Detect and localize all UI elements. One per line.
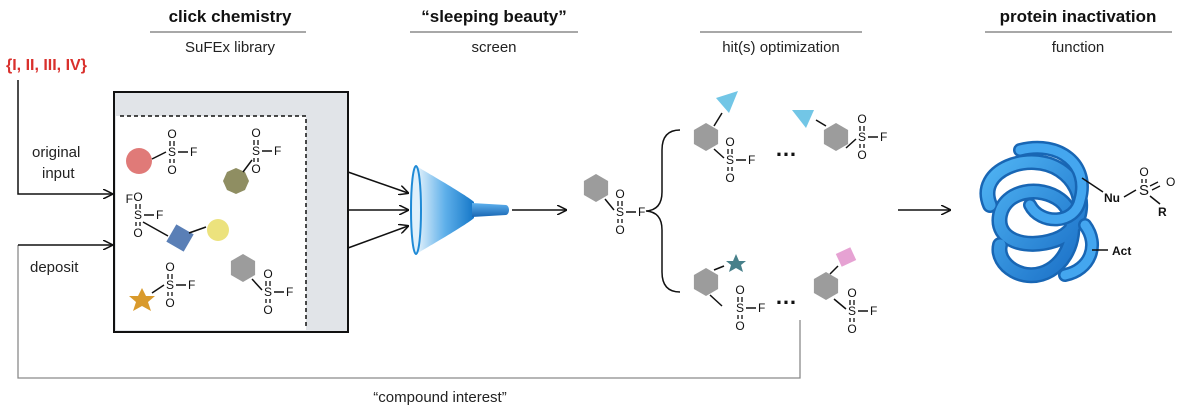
header-hit-optimization: hit(s) optimization	[700, 31, 862, 56]
header-subtitle: hit(s) optimization	[722, 39, 840, 56]
svg-text:S: S	[1139, 182, 1149, 199]
header-subtitle: function	[1052, 39, 1105, 56]
library-compound-star-orange	[129, 259, 197, 311]
deposit-label: deposit	[30, 259, 79, 276]
svg-text:O: O	[1139, 165, 1148, 179]
analog-star-teal	[693, 254, 767, 334]
nucleophile-label: Nu	[1104, 191, 1120, 205]
header-click-chemistry: click chemistry SuFEx library	[150, 7, 306, 56]
screen-arrow-top	[347, 171, 408, 193]
header-title: click chemistry	[169, 7, 292, 26]
screen-arrow-bottom	[347, 226, 408, 249]
compound-interest-loop	[17, 245, 801, 379]
original-input-arrow	[17, 80, 112, 194]
header-subtitle: screen	[471, 39, 516, 56]
hit-compound	[583, 174, 647, 238]
analog-rect-pink	[813, 247, 879, 337]
analog-triangle-1	[693, 91, 757, 186]
header-title: protein inactivation	[1000, 7, 1157, 26]
header-subtitle: SuFEx library	[185, 39, 276, 56]
funnel-icon	[410, 165, 509, 255]
header-protein-inactivation: protein inactivation function	[985, 7, 1172, 56]
ellipsis-top: …	[775, 136, 797, 161]
protein-substituents: Nu S O O R Act	[1081, 165, 1175, 258]
original-input-label-line1: original	[32, 144, 80, 161]
analog-triangle-2	[792, 110, 889, 163]
library-compound-octagon-olive	[223, 125, 283, 194]
protein-ribbon	[979, 140, 1100, 284]
svg-text:F: F	[126, 192, 133, 206]
ellipsis-bottom: …	[775, 284, 797, 309]
r-group-label: R	[1158, 205, 1167, 219]
optimization-brace	[645, 129, 681, 293]
library-compound-square-circle: F	[126, 189, 229, 252]
svg-text:O: O	[1166, 175, 1175, 189]
original-input-label-line2: input	[42, 165, 75, 182]
library-compound-circle-red	[126, 126, 199, 178]
compound-interest-label: “compound interest”	[373, 389, 506, 406]
header-title: “sleeping beauty”	[421, 7, 566, 26]
input-set-label: {I, II, III, IV}	[6, 57, 87, 74]
header-sleeping-beauty: “sleeping beauty” screen	[410, 7, 578, 56]
act-label: Act	[1112, 244, 1131, 258]
library-compound-hexagon	[230, 254, 295, 318]
